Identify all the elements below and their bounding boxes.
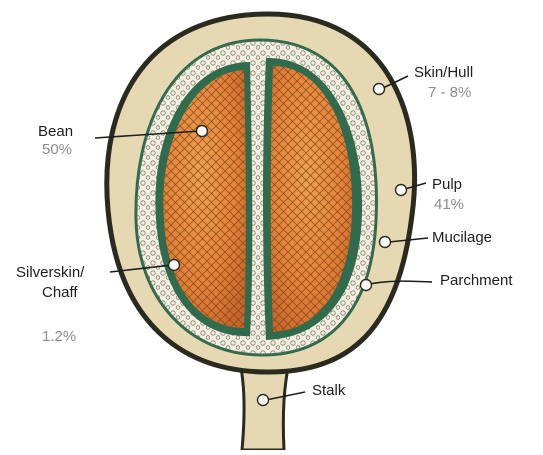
skin-hull-percent: 7 - 8% bbox=[428, 84, 471, 102]
parchment-marker bbox=[361, 280, 372, 291]
silverskin-marker bbox=[169, 260, 180, 271]
parchment-label: Parchment bbox=[440, 272, 513, 290]
bean-label: Bean bbox=[38, 123, 73, 141]
skin-hull-label: Skin/Hull bbox=[414, 64, 473, 82]
silverskin-percent: 1.2% bbox=[42, 328, 76, 346]
stalk-label: Stalk bbox=[312, 382, 345, 400]
bean-percent: 50% bbox=[42, 141, 72, 159]
silverskin-label-line2: Chaff bbox=[42, 284, 78, 302]
stalk-marker bbox=[258, 395, 269, 406]
pulp-percent: 41% bbox=[434, 196, 464, 214]
silverskin-label-line1: Silverskin/ bbox=[16, 264, 84, 282]
bean-marker bbox=[197, 126, 208, 137]
pulp-label: Pulp bbox=[432, 176, 462, 194]
pulp-marker bbox=[396, 185, 407, 196]
mucilage-label: Mucilage bbox=[432, 229, 492, 247]
mucilage-marker bbox=[380, 237, 391, 248]
skin-marker bbox=[374, 84, 385, 95]
